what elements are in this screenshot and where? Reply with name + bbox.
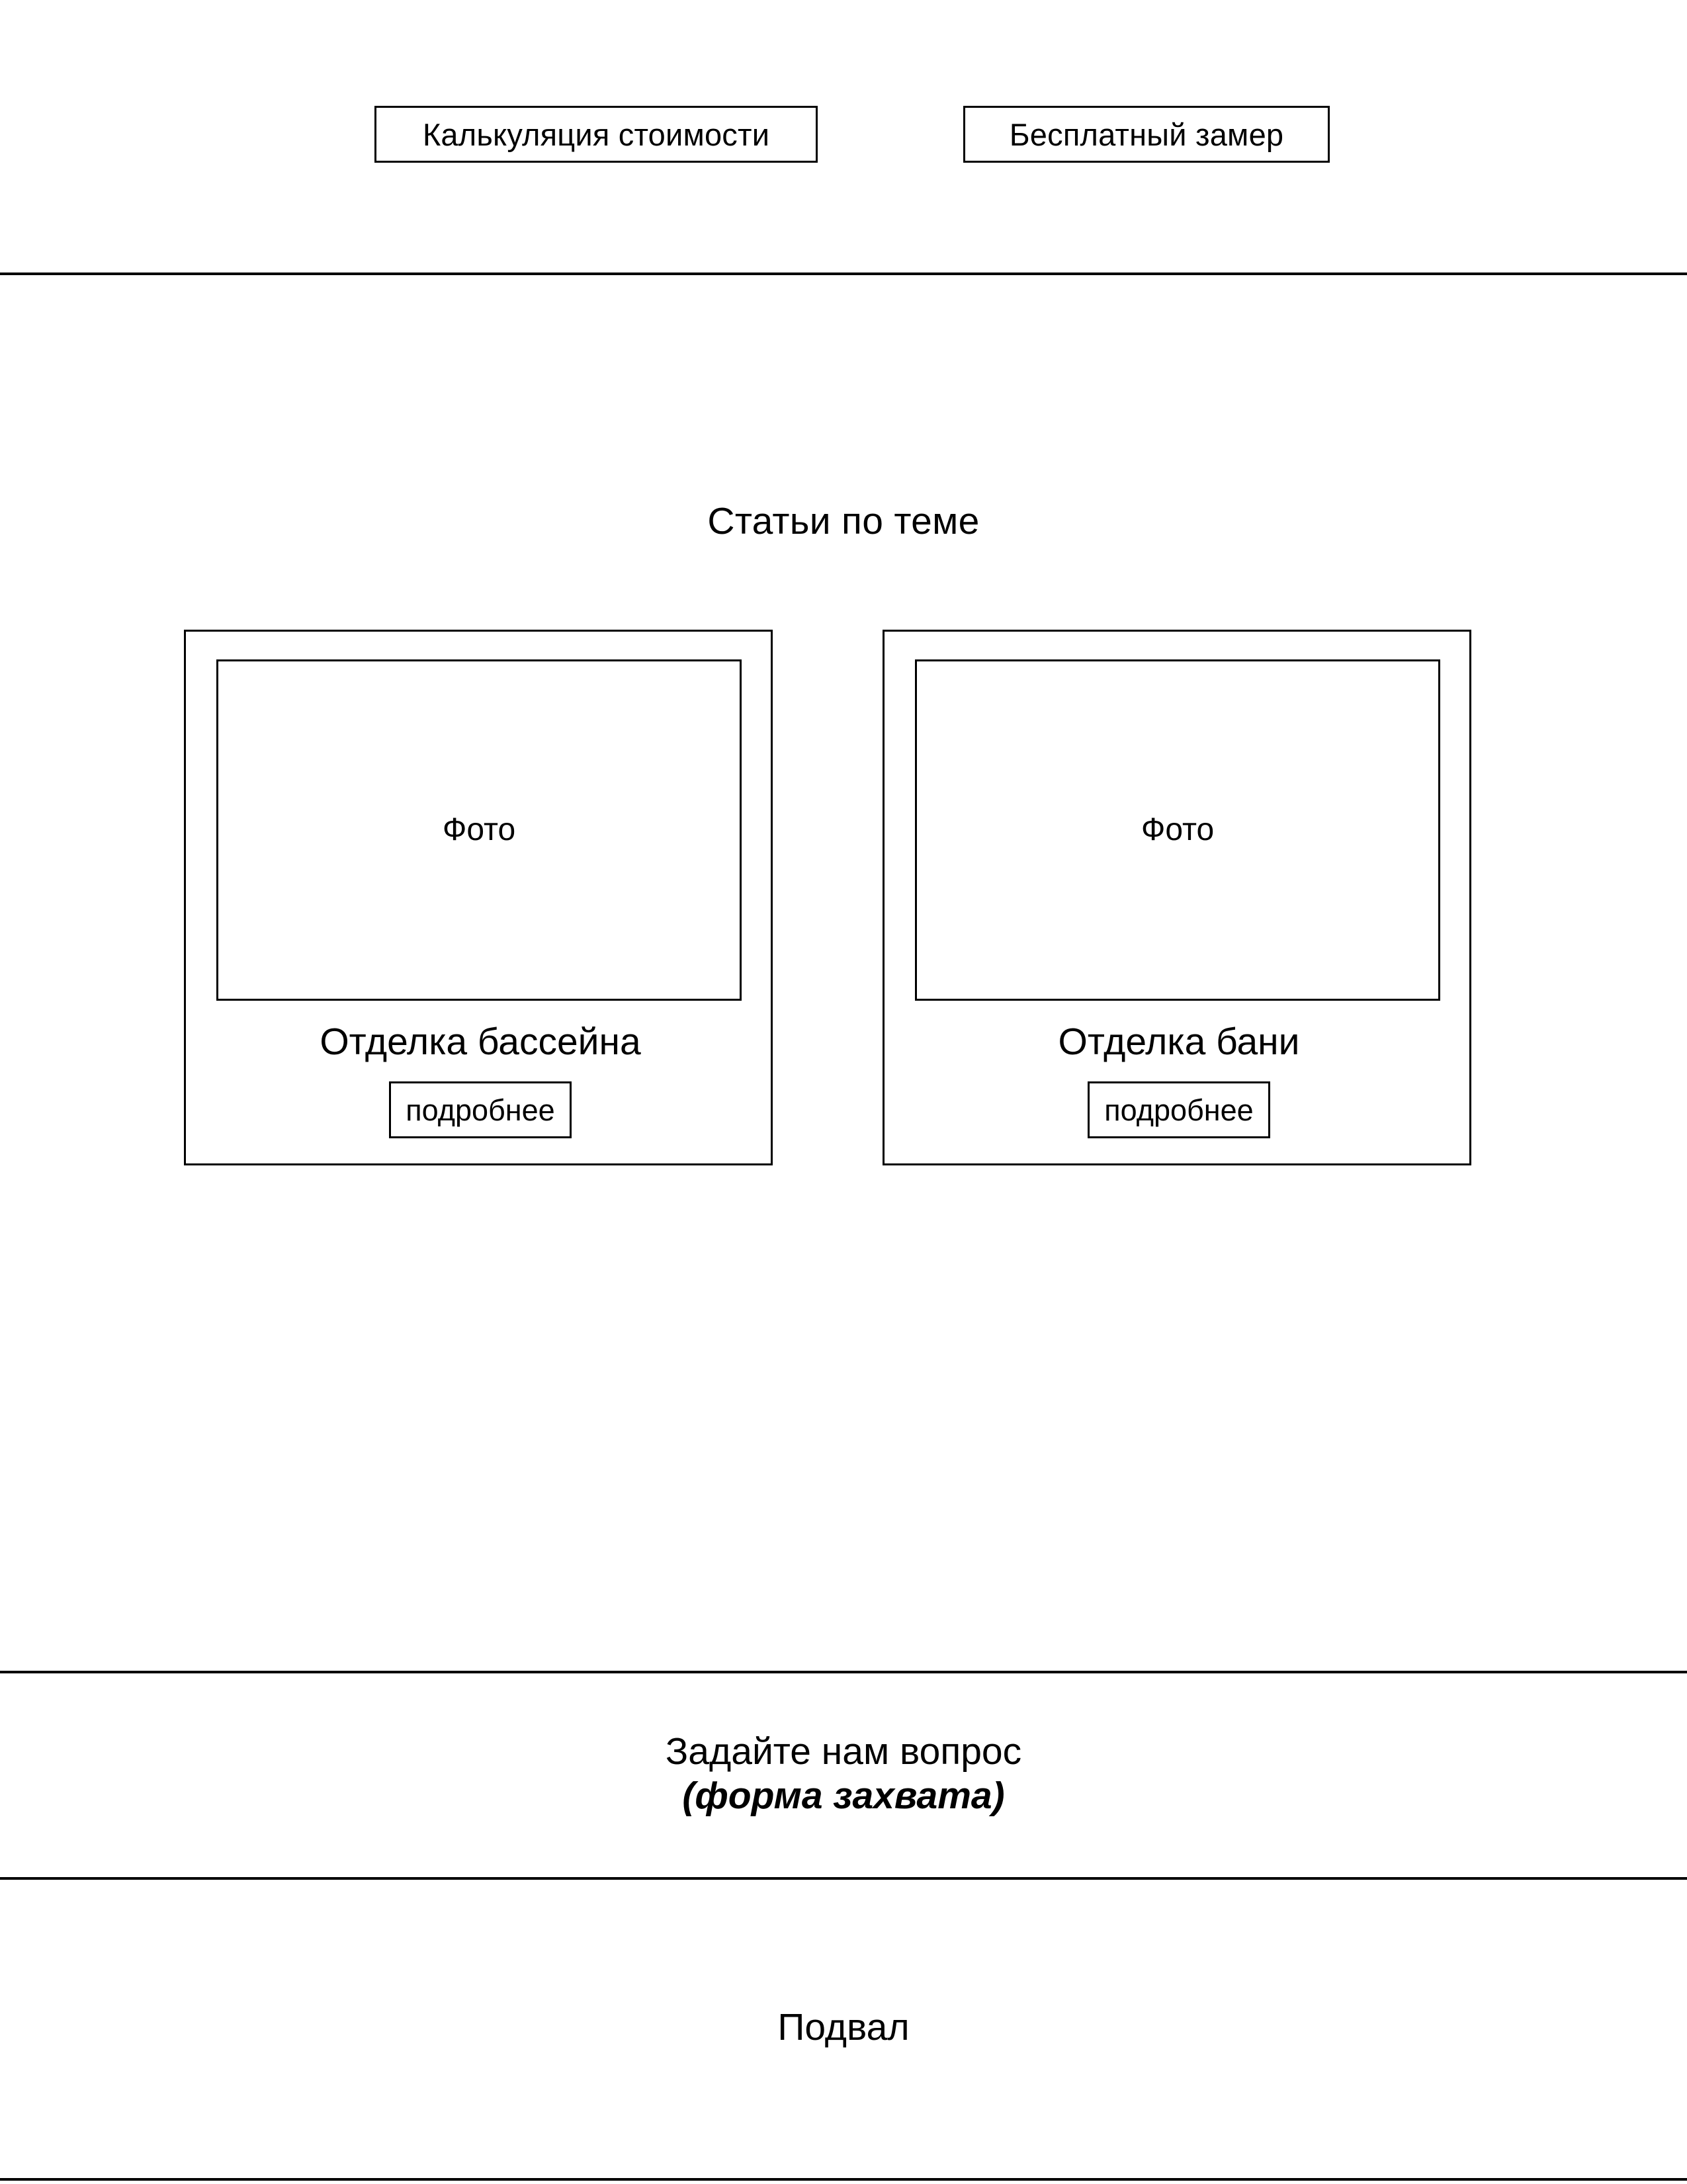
article-card-action-row: подробнее <box>885 1081 1473 1138</box>
capture-form-subtitle: (форма захвата) <box>682 1775 1005 1817</box>
page-bottom-rule <box>0 2178 1687 2181</box>
articles-section-heading: Статьи по теме <box>707 500 980 542</box>
footer-section: Подвал <box>0 1877 1687 2178</box>
article-more-button[interactable]: подробнее <box>1088 1081 1270 1138</box>
section-divider-footer <box>0 1877 1687 1880</box>
article-card-title: Отделка бассейна <box>320 1021 641 1063</box>
article-cards-row: Фото Отделка бассейна подробнее Фото Отд… <box>184 630 1471 1167</box>
photo-placeholder-box: Фото <box>915 659 1440 1001</box>
article-card[interactable]: Фото Отделка бани подробнее <box>883 630 1471 1165</box>
article-card-action-row: подробнее <box>186 1081 775 1138</box>
article-card-title: Отделка бани <box>1058 1021 1300 1063</box>
photo-placeholder-label: Фото <box>442 812 516 847</box>
section-divider-form <box>0 1671 1687 1673</box>
calculate-cost-button[interactable]: Калькуляция стоимости <box>374 106 818 163</box>
article-card[interactable]: Фото Отделка бассейна подробнее <box>184 630 773 1165</box>
footer-label: Подвал <box>777 2006 910 2048</box>
cta-bar: Калькуляция стоимости Бесплатный замер <box>0 106 1687 164</box>
photo-placeholder-box: Фото <box>216 659 742 1001</box>
section-divider-top <box>0 273 1687 275</box>
free-measurement-button[interactable]: Бесплатный замер <box>963 106 1330 163</box>
article-more-button[interactable]: подробнее <box>389 1081 572 1138</box>
photo-placeholder-label: Фото <box>1141 812 1215 847</box>
capture-form-section[interactable]: Задайте нам вопрос (форма захвата) <box>0 1671 1687 1877</box>
capture-form-title: Задайте нам вопрос <box>665 1730 1022 1773</box>
